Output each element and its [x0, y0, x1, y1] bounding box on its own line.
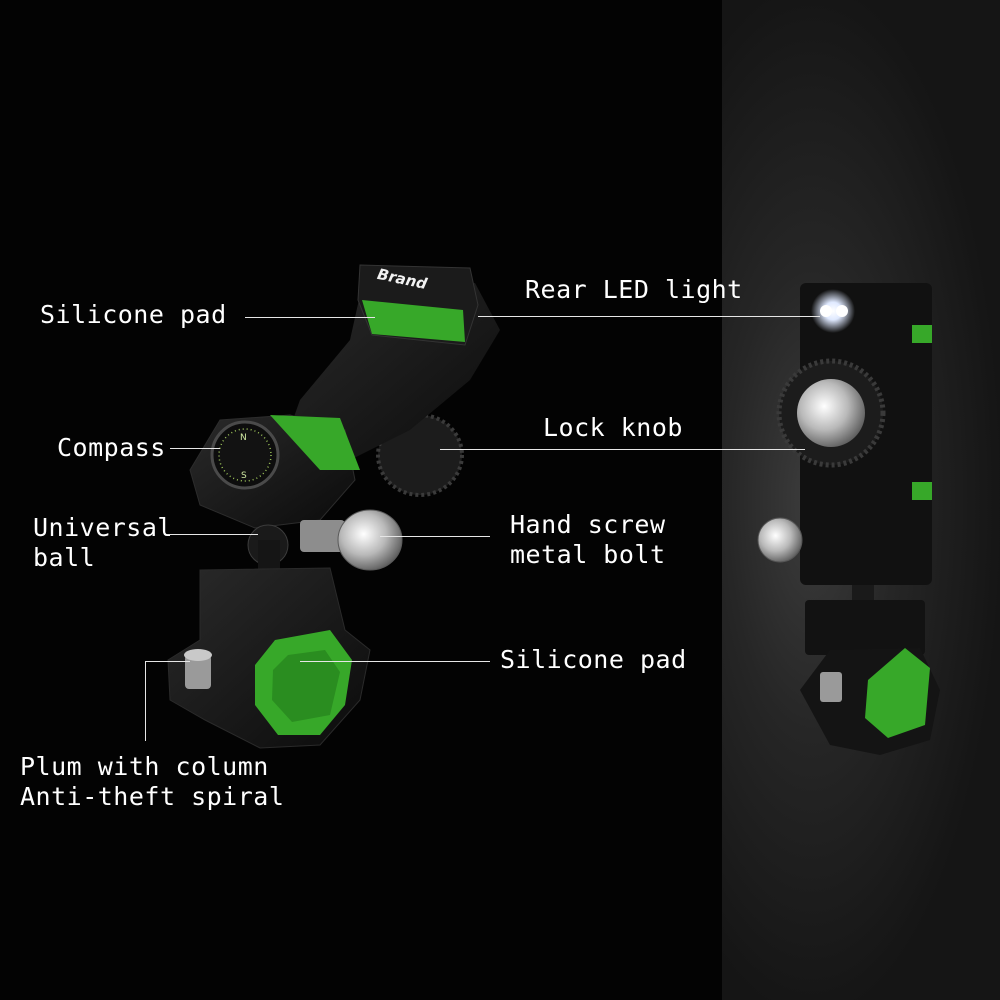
label-universal-ball-line2: ball — [33, 543, 96, 572]
hand-screw-metal-bolt — [337, 509, 403, 571]
label-universal-ball-line1: Universal — [33, 513, 173, 542]
rear-led-glow — [811, 289, 855, 333]
rear-plum-screw — [820, 672, 842, 702]
lock-knob-cap — [797, 379, 865, 447]
label-silicone-pad-bottom: Silicone pad — [500, 645, 687, 674]
rear-top-pad — [912, 325, 932, 343]
leader-hand-screw — [380, 536, 490, 537]
compass-face — [218, 428, 272, 482]
label-hand-screw-line1: Hand screw — [510, 510, 666, 539]
leader-universal-ball — [170, 534, 258, 535]
compass-n-mark: N — [240, 433, 247, 443]
top-silicone-pad — [362, 300, 465, 342]
label-rear-led-light: Rear LED light — [525, 275, 743, 304]
label-hand-screw-line2: metal bolt — [510, 540, 666, 569]
leader-plum-vertical — [145, 661, 146, 741]
leader-lock-knob — [440, 449, 805, 450]
leader-silicone-pad-top — [245, 317, 375, 318]
label-plum-line1: Plum with column — [20, 752, 269, 781]
rear-handlebar-pad — [865, 648, 930, 738]
leader-rear-led — [478, 316, 820, 317]
plum-screw-head — [184, 649, 212, 661]
leader-compass — [170, 448, 220, 449]
plum-column-screw — [185, 655, 211, 689]
rear-led-light-right — [836, 305, 848, 317]
rear-side-bolt — [757, 517, 803, 563]
rear-handlebar-block — [805, 600, 925, 655]
lower-silicone-pad — [270, 415, 360, 470]
leader-silicone-pad-bottom — [300, 661, 490, 662]
rear-mid-pad — [912, 482, 932, 500]
bolt-shank — [300, 520, 345, 552]
label-compass: Compass — [57, 433, 166, 462]
leader-plum-horizontal — [145, 661, 190, 662]
label-lock-knob: Lock knob — [543, 413, 683, 442]
rear-led-light-left — [820, 305, 832, 317]
compass-s-mark: S — [241, 471, 247, 481]
label-plum-line2: Anti-theft spiral — [20, 782, 285, 811]
label-silicone-pad-top: Silicone pad — [40, 300, 227, 329]
handlebar-pad-inner — [272, 650, 340, 722]
